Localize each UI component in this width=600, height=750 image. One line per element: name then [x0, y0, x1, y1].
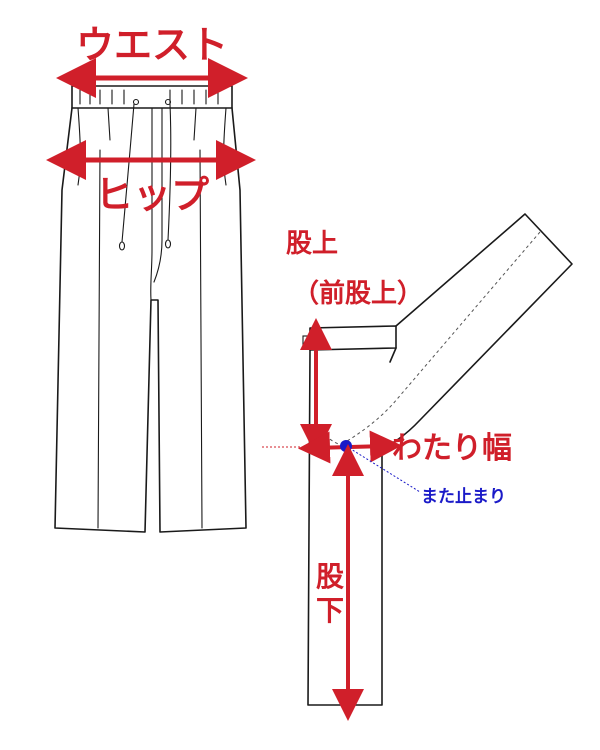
hip-label: ヒップ — [95, 173, 209, 217]
inseam-label-2: 下 — [316, 594, 344, 627]
side-waistband — [309, 325, 397, 351]
fly-line — [150, 107, 153, 301]
drawstring-tip-right — [164, 239, 172, 249]
thigh-label: わたり幅 — [392, 431, 512, 466]
waist-label: ウエスト — [76, 23, 228, 67]
eyelet-left — [132, 98, 140, 106]
folded-leg — [379, 213, 573, 449]
tack-point-leader — [345, 445, 421, 493]
waistband — [71, 85, 233, 109]
drawstring-right — [167, 103, 172, 241]
pants-front-view — [54, 85, 247, 533]
drawstring-tip-left — [118, 241, 126, 251]
waistband-gathers — [79, 89, 219, 105]
inseam-label-1: 股 — [316, 560, 344, 593]
pocket-left — [77, 107, 81, 186]
crease-right — [199, 149, 203, 529]
rise-label: 股上 — [286, 229, 338, 259]
crease-left — [97, 149, 101, 529]
pants-outline — [54, 107, 247, 533]
pocket-right — [223, 107, 227, 186]
folded-leg-seam — [341, 231, 541, 445]
pleat-left — [107, 107, 111, 141]
side-loop — [302, 335, 311, 347]
fly-stitch — [153, 107, 163, 283]
tack-point-label: また止まり — [421, 486, 506, 507]
front-leg — [307, 349, 383, 706]
pleat-right — [193, 107, 197, 141]
front-rise-label: （前股上） — [293, 278, 423, 309]
eyelet-right — [164, 98, 172, 106]
front-rise-edge — [389, 347, 397, 363]
